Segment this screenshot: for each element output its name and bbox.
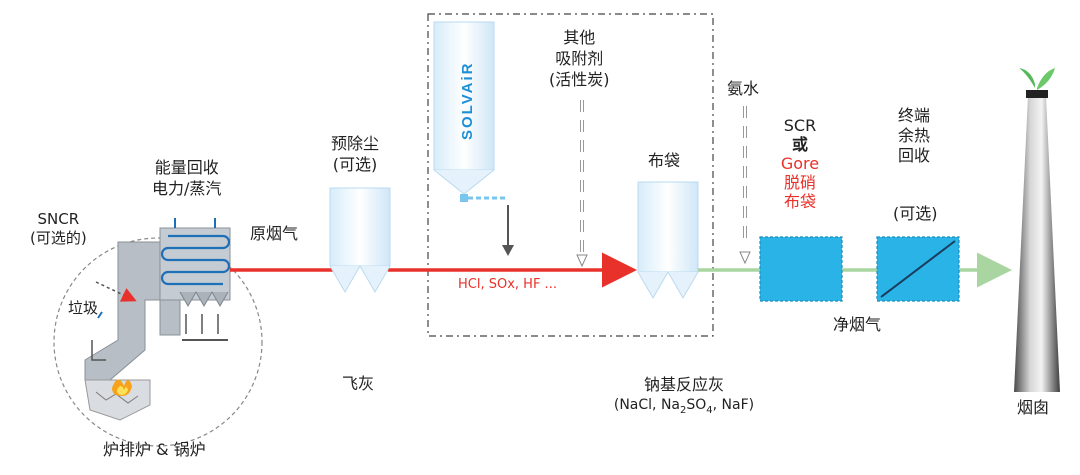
other-sorbent-label: 其他 吸附剂 (活性炭) [549, 27, 610, 90]
sodium-ash-label: 钠基反应灰 (NaCl, Na2SO4, NaF) [584, 374, 784, 421]
clean-gas-label: 净烟气 [833, 315, 882, 334]
sodium-ash-part1: (NaCl, Na [613, 397, 680, 413]
heat-label-line3: 回收 [898, 146, 931, 165]
ammonia-arrow [739, 106, 751, 265]
furnace-circle [53, 237, 263, 447]
sodium-ash-part2: SO [686, 397, 707, 413]
pre-dust-label-line2: (可选) [332, 155, 378, 174]
heat-recovery-label: 终端 余热 回收 [898, 106, 930, 166]
raw-gas-label: 原烟气 [250, 224, 299, 243]
sncr-label-line1: SNCR [37, 210, 80, 228]
sodium-ash-sub1: 2 [680, 404, 687, 416]
scr-label-line4: 脱硝 [783, 173, 816, 192]
energy-recovery-label: 能量回收 电力/蒸汽 [152, 157, 221, 199]
solvair-silo: SOLVAiR [433, 21, 508, 202]
pre-dust-silo [329, 187, 391, 294]
heat-recovery-box [876, 236, 960, 302]
boiler-furnace-icon [84, 218, 231, 421]
scr-label-line5: 布袋 [783, 192, 816, 211]
scr-label-line1: SCR [783, 116, 817, 135]
scr-box [759, 236, 843, 302]
heat-label-line2: 余热 [898, 126, 931, 145]
energy-label-line1: 能量回收 [154, 158, 219, 177]
solvair-brand: SOLVAiR [459, 62, 476, 140]
sncr-label-line2: (可选的) [30, 229, 87, 247]
bag-filter-label: 布袋 [648, 151, 681, 170]
scr-label-line2: 或 [791, 135, 808, 154]
sodium-ash-part3: , NaF) [712, 397, 755, 413]
reaction-zone-box [427, 13, 714, 337]
other-sorbent-line3: (活性炭) [549, 70, 610, 89]
other-sorbent-arrow [576, 100, 588, 268]
garbage-label: 垃圾 [68, 299, 99, 317]
pre-dust-label: 预除尘 (可选) [331, 133, 379, 175]
sodium-ash-sub2: 4 [706, 404, 713, 416]
furnace-label: 炉排炉 & 锅炉 [103, 440, 206, 459]
other-sorbent-line2: 吸附剂 [555, 49, 604, 68]
other-sorbent-line1: 其他 [563, 28, 596, 47]
chimney-icon [1014, 68, 1060, 392]
ammonia-label: 氨水 [727, 79, 760, 98]
scr-label: SCR 或 Gore 脱硝 布袋 [775, 116, 825, 211]
fly-ash-label: 飞灰 [342, 374, 375, 393]
energy-label-line2: 电力/蒸汽 [152, 179, 222, 198]
sncr-label: SNCR (可选的) [30, 210, 87, 248]
sodium-ash-line1: 钠基反应灰 [643, 375, 724, 394]
heat-optional-label: (可选) [893, 204, 938, 223]
chimney-label: 烟囱 [1017, 398, 1050, 417]
heat-label-line1: 终端 [898, 106, 931, 125]
scr-label-line3: Gore [780, 154, 820, 173]
sodium-ash-line2: (NaCl, Na2SO4, NaF) [584, 395, 784, 421]
pre-dust-label-line1: 预除尘 [331, 134, 380, 153]
bag-filter-silo [637, 181, 699, 300]
pollutants-label: HCl, SOx, HF ... [458, 277, 557, 292]
